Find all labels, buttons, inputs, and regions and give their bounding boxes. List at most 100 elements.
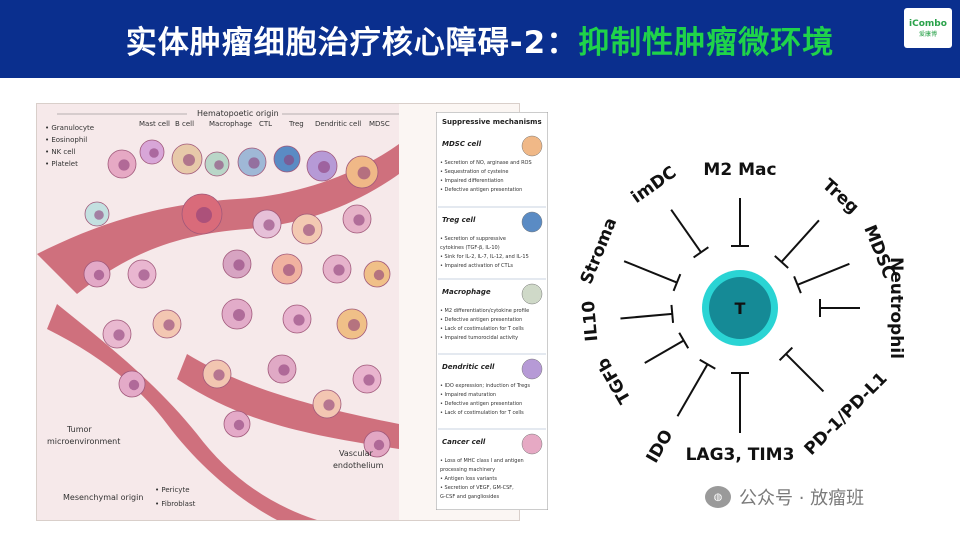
cell-nucleus [138, 269, 150, 281]
top-label-2: Macrophage [209, 120, 252, 128]
top-label-4: Treg [288, 120, 304, 128]
cell-nucleus [283, 264, 295, 276]
inhibitor-bar [793, 276, 802, 294]
mechanism-item: • Impaired activation of CTLs [440, 263, 513, 269]
cell-nucleus [183, 154, 195, 166]
mechanism-item: • Antigen loss variants [440, 476, 497, 482]
inhibitor-bar [774, 255, 789, 269]
tumor-label-line1: Tumor [66, 425, 92, 434]
inhibition-diagram: M2 MacTregMDSCNeutrophilPD-1/PD-L1LAG3, … [577, 160, 906, 467]
top-label-3: CTL [259, 120, 272, 128]
factor-label: LAG3, TIM3 [686, 445, 795, 465]
title-highlight: 抑制性肿瘤微环境 [578, 24, 835, 61]
cell-nucleus [373, 269, 385, 281]
cell-nucleus [353, 214, 365, 226]
mechanism-cell-icon [521, 135, 543, 157]
top-label-1: B cell [175, 120, 194, 128]
inhibitor-bar [699, 358, 716, 370]
inhibitor-line [620, 312, 673, 320]
cell-nucleus [263, 219, 275, 231]
mechanism-cell-icon [521, 283, 543, 305]
inhibitor-bar [693, 246, 709, 259]
wechat-icon: ◍ [705, 486, 731, 508]
left-list-2: • NK cell [45, 148, 76, 156]
logo-sub: 爱康博 [918, 30, 937, 38]
factor-label: M2 Mac [703, 160, 776, 180]
mechanism-cell-icon [521, 433, 543, 455]
cell-nucleus [233, 259, 245, 271]
factor-label: Treg [818, 175, 862, 218]
hematopoetic-label: Hematopoetic origin [197, 109, 279, 118]
factor-label: Neutrophil [886, 257, 906, 359]
mechanism-cell-icon [521, 211, 543, 233]
mechanism-item: • Impaired tumorocidal activity [440, 335, 518, 341]
microenvironment-illustration: Hematopoetic origin • Granulocyte • Eosi… [37, 104, 399, 520]
factor-label: imDC [628, 163, 681, 208]
cell-nucleus [233, 419, 245, 431]
mechanism-title: Cancer cell [442, 438, 486, 446]
mechanism-item: cytokines (TGF-β, IL-10) [440, 245, 500, 251]
mesenchymal-item-1: • Fibroblast [155, 500, 196, 508]
mechanism-item: • Lack of costimulation for T cells [440, 410, 524, 416]
mechanism-item: • IDO expression; induction of Tregs [440, 383, 530, 389]
cell-nucleus [303, 224, 315, 236]
mechanism-title: Dendritic cell [442, 363, 495, 371]
inhibitor-line [797, 262, 850, 286]
mechanism-item: • Defective antigen presentation [440, 187, 522, 193]
cell-nucleus [113, 329, 125, 341]
mechanism-item: • Sink for IL-2, IL-7, IL-12, and IL-15 [440, 254, 529, 260]
inhibitor-bar [670, 304, 675, 323]
tumor-microenvironment-figure: Hematopoetic origin • Granulocyte • Eosi… [36, 103, 549, 521]
watermark-text: 公众号 · 放瘤班 [739, 488, 865, 509]
mechanism-item: • Lack of costimulation for T cells [440, 326, 524, 332]
mechanism-item: • Secretion of suppressive [440, 236, 506, 242]
inhibitor-line [780, 219, 820, 263]
cell-nucleus [323, 399, 335, 411]
suppressive-mechanisms-panel: Suppressive mechanisms MDSC cell • Secret… [435, 111, 549, 511]
cell-cluster [83, 139, 391, 458]
cell-nucleus [318, 161, 330, 173]
mechanisms-svg: Suppressive mechanisms MDSC cell • Secret… [435, 111, 549, 511]
cell-nucleus [213, 369, 225, 381]
inhibitor-line [670, 209, 702, 253]
cell-nucleus [363, 374, 375, 386]
left-list-0: • Granulocyte [45, 124, 94, 132]
cell-nucleus [233, 309, 245, 321]
t-cell-label: T [735, 299, 746, 318]
cell-nucleus [357, 166, 371, 180]
mechanism-item: • Sequestration of cysteine [440, 169, 508, 175]
inhibitor-bar [778, 346, 794, 362]
left-list-3: • Platelet [45, 160, 78, 168]
t-cell-inner [709, 277, 771, 339]
slide-title: 实体肿瘤细胞治疗核心障碍-2：抑制性肿瘤微环境 [0, 0, 960, 78]
inhibitor-bar [678, 332, 690, 349]
mesenchymal-label: Mesenchymal origin [63, 493, 143, 502]
factor-label: Stroma [577, 215, 622, 287]
cell-nucleus [373, 439, 385, 451]
mechanism-groups: MDSC cell • Secretion of NO, arginase and… [438, 135, 546, 500]
mechanism-item: processing machinery [440, 467, 495, 473]
cell-nucleus [94, 210, 104, 220]
cell-nucleus [293, 314, 305, 326]
mechanism-title: MDSC cell [442, 140, 482, 148]
mechanism-item: • Defective antigen presentation [440, 401, 522, 407]
cell-nucleus [278, 364, 290, 376]
mechanism-item: • Impaired maturation [440, 392, 496, 398]
inhibitor-line [676, 363, 709, 417]
mechanism-item: • Secretion of NO, arginase and ROS [440, 160, 532, 166]
company-logo: iCombo 爱康博 [904, 8, 952, 48]
mechanism-title: Treg cell [442, 216, 476, 224]
top-label-0: Mast cell [139, 120, 170, 128]
inhibitor-line [644, 339, 685, 364]
mechanism-item: • Defective antigen presentation [440, 317, 522, 323]
mechanisms-title: Suppressive mechanisms [442, 118, 542, 126]
tumor-label-line2: microenvironment [47, 437, 120, 446]
inhibitor-bar [672, 273, 682, 292]
mechanism-item: • Loss of MHC class I and antigen [440, 458, 524, 464]
header-bar: 实体肿瘤细胞治疗核心障碍-2：抑制性肿瘤微环境 iCombo 爱康博 [0, 0, 960, 78]
cell-nucleus [333, 264, 345, 276]
cell-nucleus [128, 379, 140, 391]
cell-nucleus [196, 207, 212, 223]
mechanism-item: • M2 differentiation/cytokine profile [440, 308, 529, 314]
mechanism-title: Macrophage [442, 288, 491, 296]
